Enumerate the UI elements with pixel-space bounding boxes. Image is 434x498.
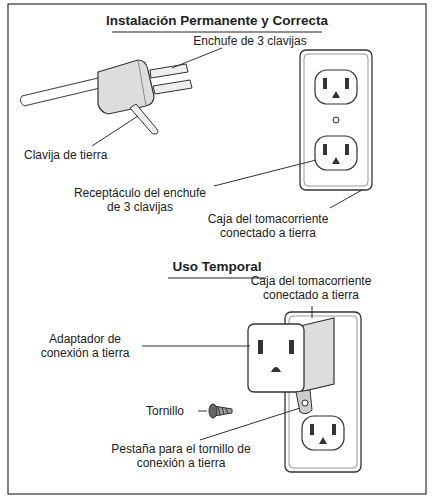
- section-heading: Uso Temporal: [130, 260, 304, 274]
- part-label: Receptáculo del enchufe de 3 clavijas: [70, 186, 210, 214]
- part-label: Caja del tomacorriente conectado a tierr…: [236, 274, 386, 302]
- part-label: Adaptador de conexión a tierra: [30, 332, 140, 360]
- part-label: Clavija de tierra: [24, 148, 134, 162]
- part-label: Pestaña para el tornillo de conexión a t…: [96, 442, 266, 470]
- part-label: Tornillo: [146, 404, 196, 418]
- part-label: Enchufe de 3 clavijas: [180, 34, 320, 48]
- part-label: Caja del tomacorriente conectado a tierr…: [190, 212, 346, 240]
- section-heading: Instalación Permanente y Correcta: [100, 14, 334, 28]
